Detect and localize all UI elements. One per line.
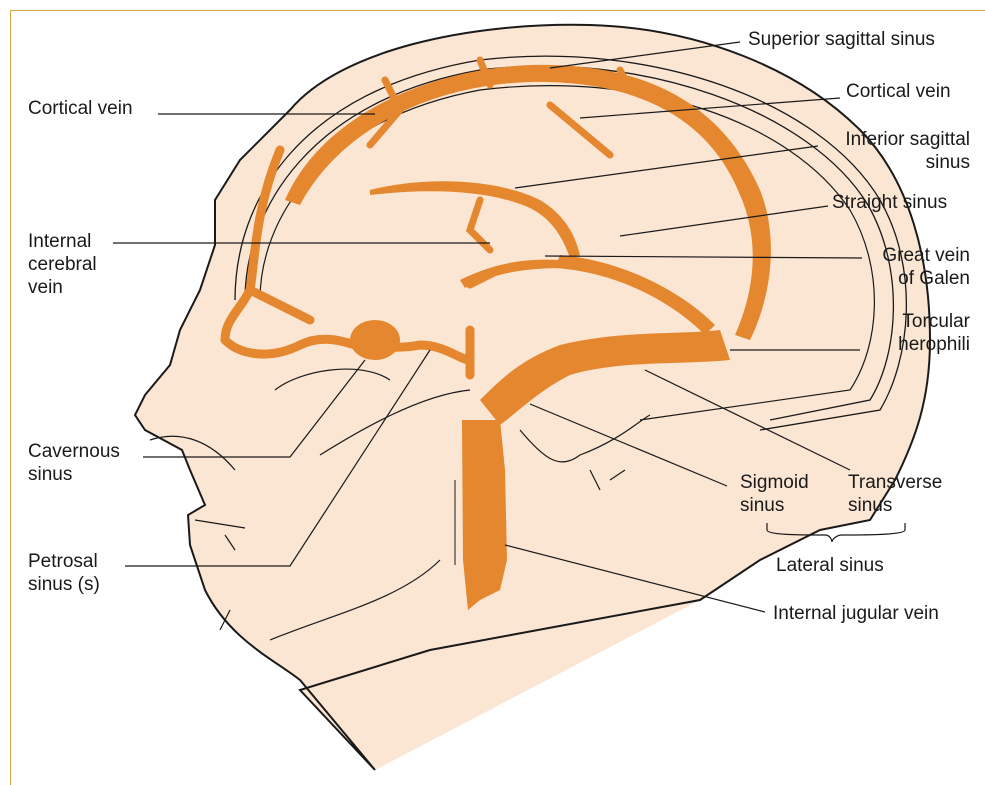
label-internal-cerebral-vein: Internal cerebral vein [28, 230, 97, 299]
label-lateral-sinus: Lateral sinus [776, 554, 884, 577]
label-cavernous-sinus: Cavernous sinus [28, 440, 120, 486]
label-cortical-vein-left: Cortical vein [28, 97, 133, 120]
label-torcular-herophili: Torcular herophili [860, 310, 970, 356]
label-superior-sagittal-sinus: Superior sagittal sinus [748, 28, 935, 51]
label-straight-sinus: Straight sinus [832, 191, 947, 214]
internal-jugular-vein-shape [462, 420, 507, 610]
label-sigmoid-sinus: Sigmoid sinus [740, 471, 809, 517]
label-great-vein-of-galen: Great vein of Galen [860, 244, 970, 290]
label-internal-jugular-vein: Internal jugular vein [773, 602, 939, 625]
label-petrosal-sinus: Petrosal sinus (s) [28, 550, 100, 596]
cavernous-sinus-shape [350, 320, 400, 360]
label-cortical-vein-right: Cortical vein [846, 80, 951, 103]
label-transverse-sinus: Transverse sinus [848, 471, 942, 517]
label-inferior-sagittal-sinus: Inferior sagittal sinus [820, 128, 970, 174]
